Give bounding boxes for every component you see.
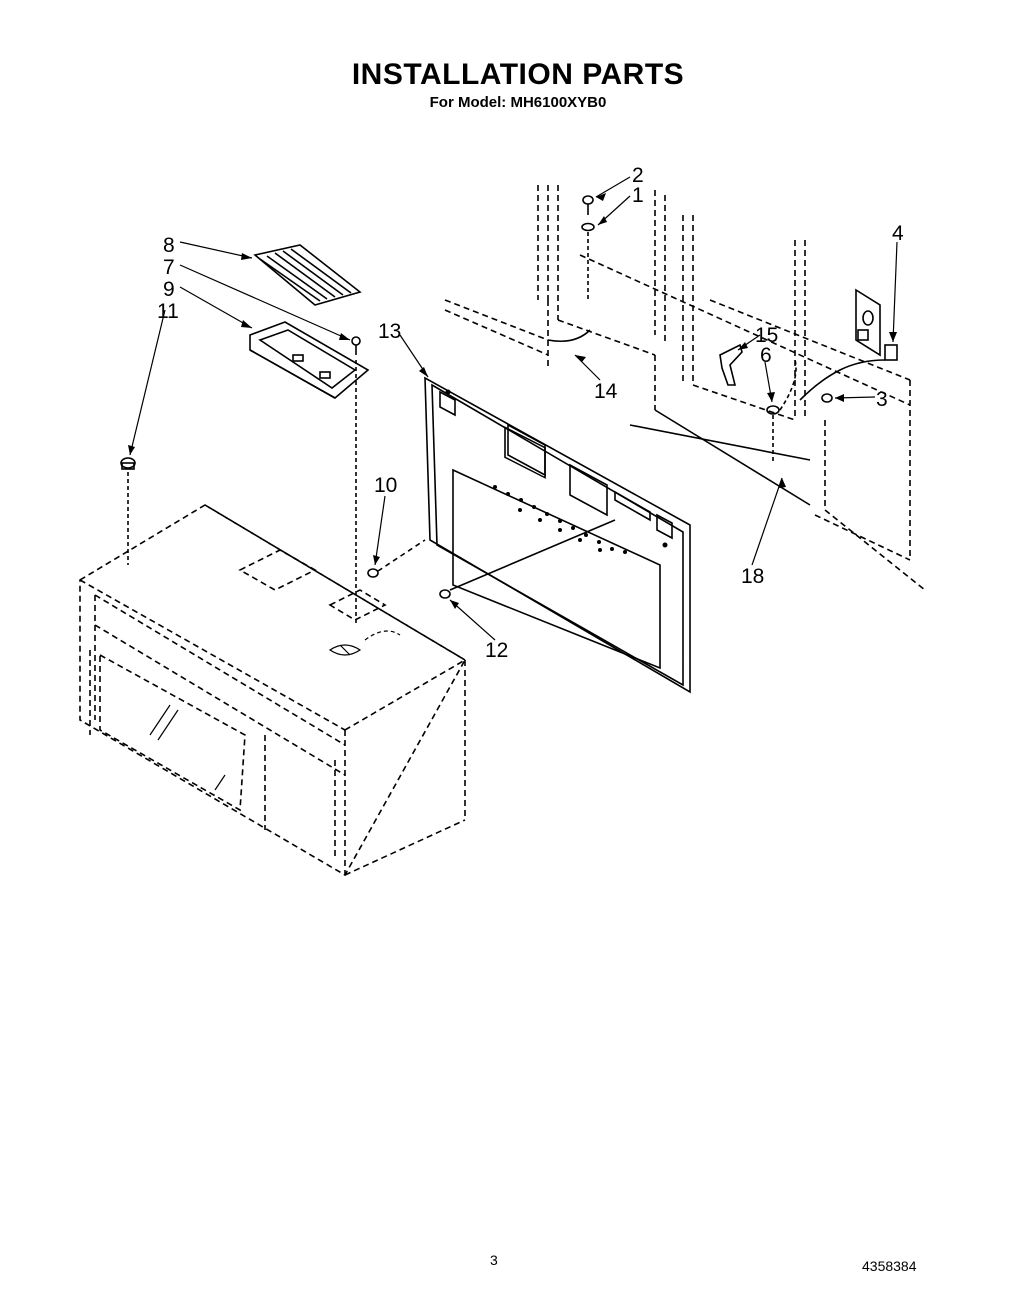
screw-10 <box>367 539 426 578</box>
callout-8: 8 <box>163 234 175 257</box>
mounting-plate <box>424 376 691 694</box>
callout-10: 10 <box>374 474 397 497</box>
document-number: 4358384 <box>862 1258 917 1274</box>
screw-7 <box>351 336 361 355</box>
callout-9: 9 <box>163 278 175 301</box>
plate-holes <box>445 389 668 554</box>
callout-11: 11 <box>157 300 179 323</box>
bolt-2 <box>582 195 594 215</box>
damper-assembly <box>249 321 370 399</box>
cabinet-wall-outline <box>444 185 926 591</box>
microwave-oven <box>79 504 467 877</box>
callout-6: 6 <box>760 344 772 367</box>
callout-1: 1 <box>632 184 644 207</box>
grommet <box>120 457 136 565</box>
leader-lines <box>129 176 898 641</box>
washer-1 <box>581 222 595 300</box>
washer-6 <box>766 359 797 462</box>
cabinet-bottom-lines <box>547 329 811 506</box>
power-cord-plug <box>799 344 898 401</box>
screw-12 <box>439 519 616 599</box>
toggle-bolt-15 <box>719 343 743 386</box>
callout-13: 13 <box>378 320 401 343</box>
wall-outlet <box>855 288 881 357</box>
callout-15: 15 <box>755 324 778 347</box>
page-title: INSTALLATION PARTS <box>351 58 685 91</box>
callout-14: 14 <box>594 380 618 403</box>
callout-12: 12 <box>485 639 508 662</box>
microwave-details <box>149 630 401 791</box>
screw-3 <box>821 393 833 403</box>
vent-grille <box>253 244 362 306</box>
callout-18: 18 <box>741 565 764 588</box>
callout-2: 2 <box>632 164 644 187</box>
callout-7: 7 <box>163 256 175 279</box>
callout-4: 4 <box>892 222 904 245</box>
callout-3: 3 <box>876 388 888 411</box>
page-number: 3 <box>490 1252 498 1268</box>
arrowheads <box>128 193 897 609</box>
model-subtitle: For Model: MH6100XYB0 <box>429 94 607 111</box>
